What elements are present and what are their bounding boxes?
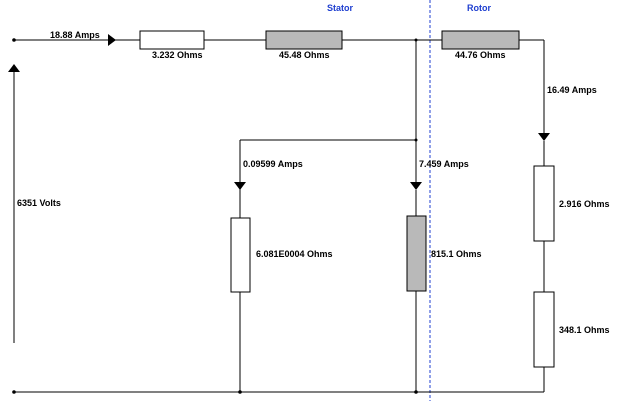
core-loss-resistance xyxy=(230,217,251,293)
magnetizing-current-arrow-icon xyxy=(410,182,422,190)
rotor-resistance-label: 2.916 Ohms xyxy=(559,199,610,209)
rotor-current-label: 16.49 Amps xyxy=(547,85,597,95)
magnetizing-reactance-label: 815.1 Ohms xyxy=(431,249,482,259)
shunt-junction xyxy=(414,138,418,142)
source-voltage-label: 6351 Volts xyxy=(17,198,61,208)
rotor-resistance xyxy=(533,165,555,242)
rotor-reactance xyxy=(441,30,520,50)
load-resistance-label: 348.1 Ohms xyxy=(559,325,610,335)
load-resistance xyxy=(533,291,555,368)
magnetizing-reactance xyxy=(406,215,427,292)
core-loss-current-label: 0.09599 Amps xyxy=(243,159,303,169)
input-terminal xyxy=(12,38,16,42)
core-loss-bottom-junction xyxy=(238,390,242,394)
magnetizing-current-label: 7.459 Amps xyxy=(419,159,469,169)
rotor-header: Rotor xyxy=(467,3,491,13)
rotor-current-arrow-icon xyxy=(538,133,550,141)
input-current-arrow-icon xyxy=(108,34,116,46)
stator-reactance xyxy=(265,30,343,50)
stator-resistance-label: 3.232 Ohms xyxy=(152,50,203,60)
voltage-arrow-icon xyxy=(8,64,20,72)
rotor-reactance-label: 44.76 Ohms xyxy=(455,50,506,60)
return-terminal xyxy=(12,390,16,394)
input-current-label: 18.88 Amps xyxy=(50,30,100,40)
stator-reactance-label: 45.48 Ohms xyxy=(279,50,330,60)
magnetizing-bottom-junction xyxy=(414,390,418,394)
core-loss-current-arrow-icon xyxy=(234,182,246,190)
stator-header: Stator xyxy=(327,3,354,13)
core-loss-resistance-label: 6.081E0004 Ohms xyxy=(256,249,333,259)
top-junction xyxy=(414,38,418,42)
stator-resistance xyxy=(139,30,205,50)
